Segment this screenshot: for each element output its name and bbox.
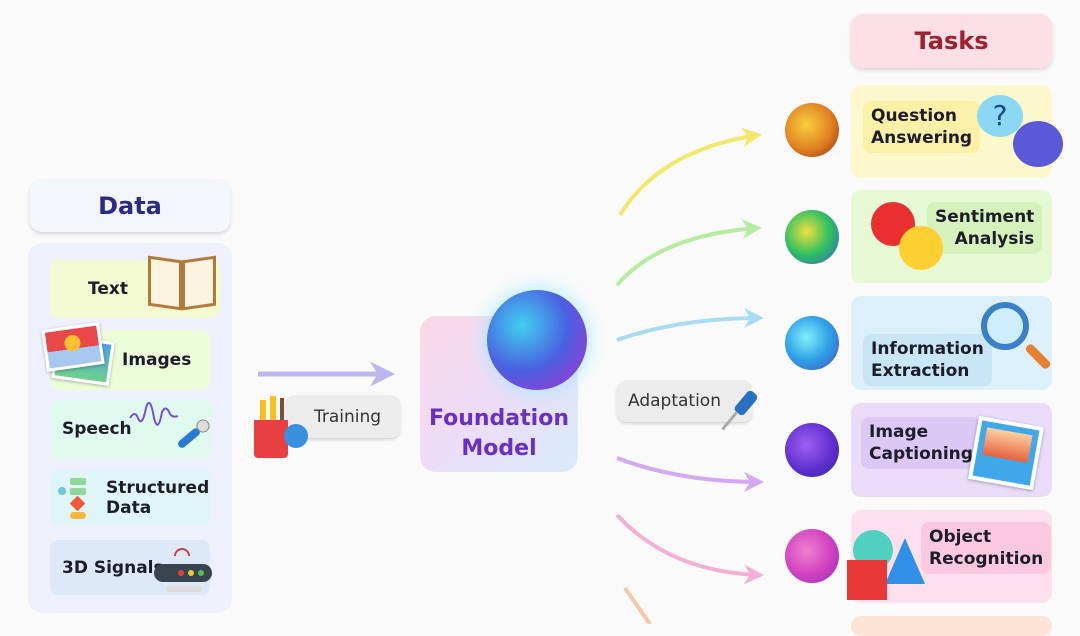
arrow-to-next (623, 586, 652, 624)
router-icon (152, 548, 214, 594)
screwdriver-icon (716, 378, 772, 438)
chat-bubble-icon (1013, 121, 1063, 167)
task-partial-next (851, 616, 1052, 636)
model-title-line: Model (461, 436, 537, 461)
cube-shape-icon (847, 560, 887, 600)
tasks-header: Tasks (851, 14, 1052, 68)
foundation-model-title: Foundation Model (420, 404, 578, 464)
question-bubble-icon: ? (977, 95, 1023, 137)
data-item-label: Text (88, 279, 128, 299)
data-header: Data (30, 180, 230, 232)
arrow-to-info (616, 308, 764, 342)
arrow-to-object (615, 513, 764, 585)
adaptation-label: Adaptation (617, 380, 752, 422)
book-icon (146, 250, 220, 311)
data-item-speech: Speech (50, 400, 212, 458)
data-item-label: Images (122, 350, 192, 370)
model-title-line: Foundation (428, 406, 569, 431)
training-label: Training (285, 395, 400, 438)
task-sphere-icon (785, 316, 839, 370)
foundation-model-sphere-icon (487, 290, 587, 390)
smiley-face-icon (899, 226, 943, 270)
flowchart-icon (58, 478, 98, 520)
magnifier-handle (1024, 342, 1052, 371)
photo-icon (41, 322, 120, 386)
data-item-label: Structured Data (106, 477, 210, 518)
pencil-cup-icon (252, 396, 312, 466)
task-sphere-icon (785, 423, 839, 477)
task-sphere-icon (785, 210, 839, 264)
task-sphere-icon (785, 529, 839, 583)
picture-frame-icon (967, 415, 1045, 491)
data-item-label: 3D Signals (62, 557, 164, 578)
task-sphere-icon (785, 103, 839, 157)
arrow-to-sentiment (615, 219, 762, 287)
pyramid-shape-icon (885, 538, 925, 584)
data-item-label: Speech (62, 419, 132, 439)
arrow-to-qa (618, 127, 762, 217)
magnifier-icon (981, 302, 1029, 350)
arrow-to-captioning (616, 456, 764, 492)
